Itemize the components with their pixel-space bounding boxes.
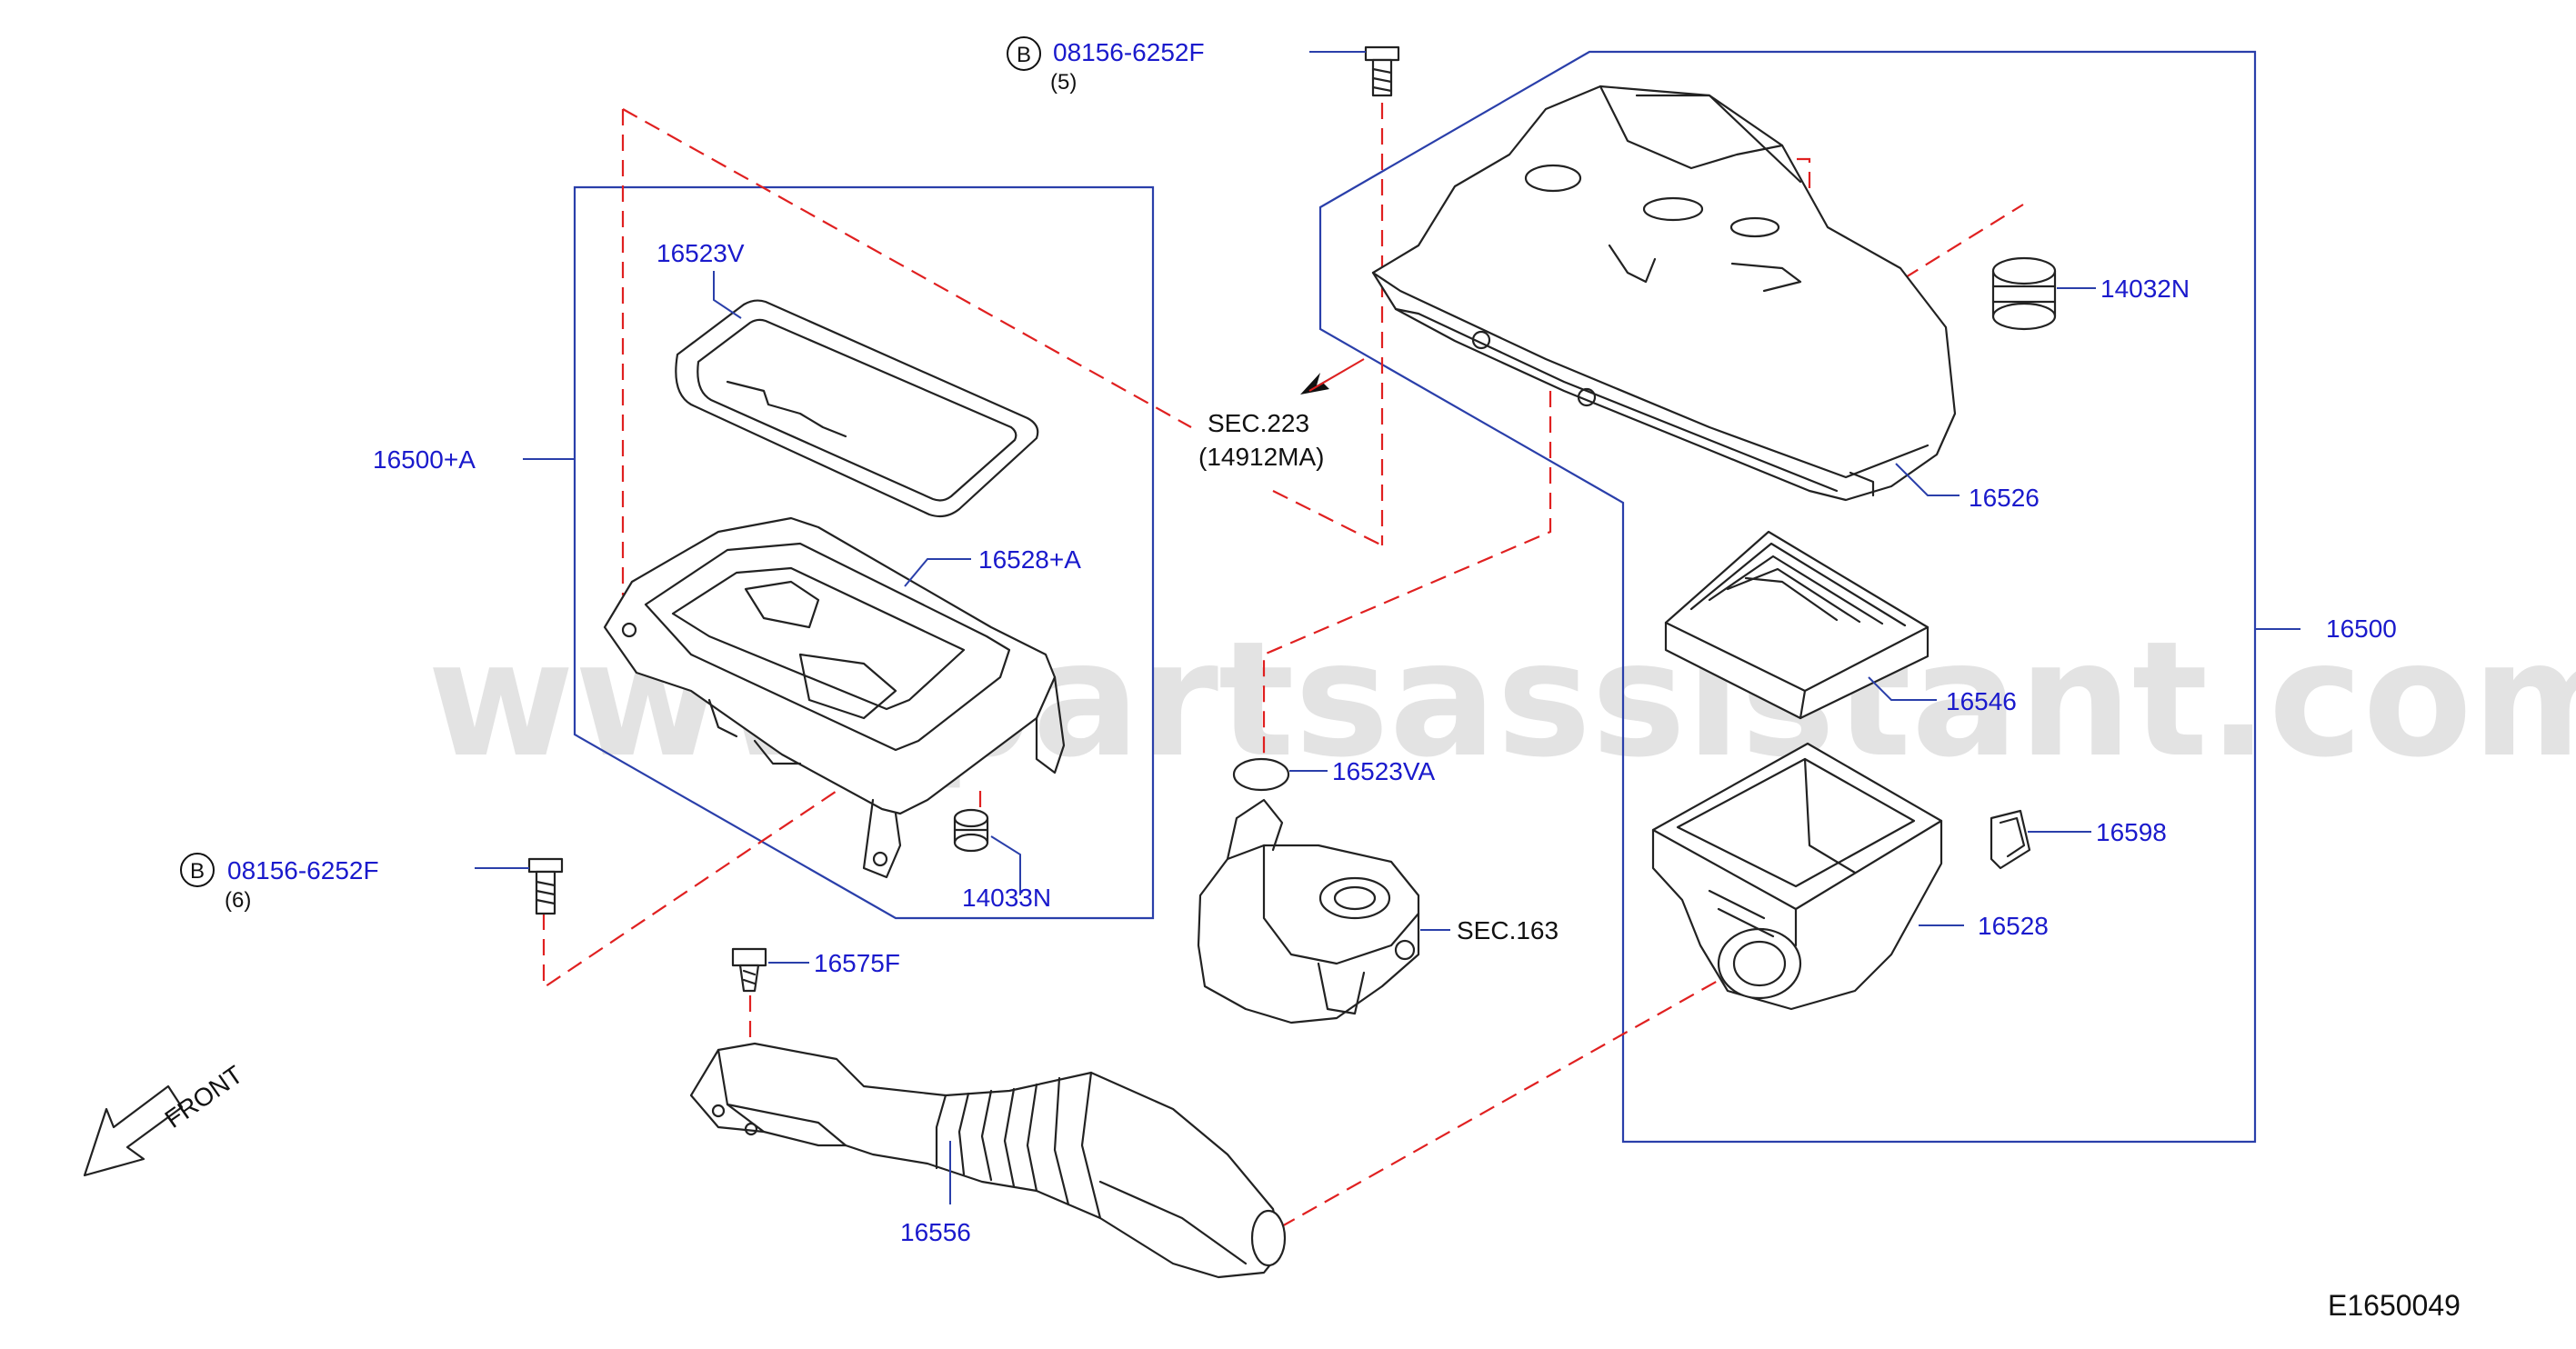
part-bolt-left: [527, 857, 564, 915]
front-label: FRONT: [160, 1060, 248, 1134]
sec223-arrow-icon: [1300, 358, 1365, 395]
part-16526-upper-cover: [1371, 85, 1957, 502]
part-16556-duct: [689, 1042, 1287, 1279]
label-16523V[interactable]: 16523V: [657, 239, 745, 267]
part-16528-lower-case: [1651, 742, 1943, 1011]
part-16575F-clip: [731, 947, 767, 993]
part-14033N-grommet: [953, 808, 989, 853]
label-16523VA[interactable]: 16523VA: [1332, 757, 1435, 785]
part-16523V-gasket: [675, 299, 1039, 518]
label-16575F[interactable]: 16575F: [814, 949, 900, 977]
label-14033N[interactable]: 14033N: [962, 884, 1051, 912]
bolt-badge-left: [180, 853, 215, 887]
frame-16500: [1318, 50, 2257, 1144]
part-14032N-grommet: [1991, 256, 2057, 331]
part-16523VA-oring: [1232, 757, 1290, 792]
label-16528[interactable]: 16528: [1978, 912, 2049, 940]
label-bolt-top-part[interactable]: 08156-6252F: [1053, 38, 1205, 66]
label-16598[interactable]: 16598: [2096, 818, 2167, 846]
label-16500A[interactable]: 16500+A: [373, 445, 476, 474]
label-14032N[interactable]: 14032N: [2100, 275, 2190, 303]
label-bolt-left-qty: (6): [225, 888, 251, 913]
label-16556[interactable]: 16556: [900, 1218, 971, 1246]
diagram-code: E1650049: [2328, 1289, 2461, 1322]
bolt-badge-top-letter: B: [1017, 43, 1031, 67]
part-16528A-cover: [603, 516, 1066, 879]
part-16546-filter: [1664, 530, 1929, 720]
bolt-badge-left-letter: B: [190, 859, 205, 884]
leader-lines: [475, 51, 2300, 1204]
label-bolt-left-part[interactable]: 08156-6252F: [227, 856, 379, 884]
label-16500[interactable]: 16500: [2326, 615, 2397, 643]
label-sec223-line1[interactable]: SEC.223: [1208, 409, 1309, 437]
front-arrow-icon: [83, 1084, 184, 1177]
label-16528A[interactable]: 16528+A: [978, 545, 1081, 574]
part-bolt-top: [1364, 45, 1400, 97]
bolt-badge-top: [1007, 36, 1041, 71]
label-sec223-line2: (14912MA): [1198, 443, 1325, 471]
frame-16500A: [573, 185, 1155, 920]
label-sec163[interactable]: SEC.163: [1457, 916, 1559, 944]
part-sec163-throttle: [1197, 798, 1420, 1024]
label-bolt-top-qty: (5): [1050, 70, 1077, 95]
part-16598-clip: [1990, 809, 2031, 870]
label-16526[interactable]: 16526: [1969, 484, 2040, 512]
label-16546[interactable]: 16546: [1946, 687, 2017, 715]
